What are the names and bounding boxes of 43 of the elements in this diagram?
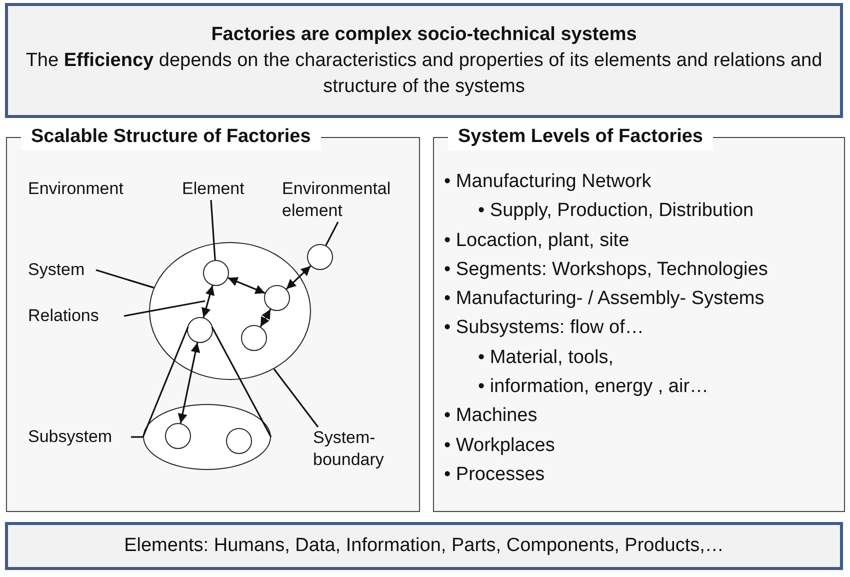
bullet-item: • Material, tools, bbox=[478, 346, 614, 370]
element-circle bbox=[241, 325, 267, 351]
relation-arrow bbox=[228, 277, 266, 294]
element-circle bbox=[187, 317, 213, 343]
relation-arrow bbox=[201, 285, 215, 318]
bullet-item: • Segments: Workshops, Technologies bbox=[444, 258, 768, 282]
element-circle bbox=[203, 260, 229, 286]
relation-arrow bbox=[286, 265, 312, 290]
bullet-item: • Machines bbox=[444, 404, 538, 428]
callout-label: Environmental element bbox=[282, 178, 407, 222]
footer-box bbox=[5, 522, 843, 570]
callout-label: Relations bbox=[28, 305, 124, 327]
leader-line bbox=[96, 269, 154, 288]
element-circle bbox=[165, 423, 191, 449]
element-circle bbox=[226, 428, 252, 454]
description-text: Elements: Humans, Data, Information, Parts, Components, Products,… bbox=[124, 534, 724, 558]
relation-arrow bbox=[178, 342, 200, 424]
callout-label: System bbox=[28, 259, 96, 281]
connector-line bbox=[142, 326, 189, 438]
leader-line bbox=[325, 222, 339, 246]
bullet-item: • Subsystems: flow of… bbox=[444, 316, 644, 340]
heading-text: Factories are complex socio-technical systems bbox=[211, 22, 637, 46]
callout-label: System- boundary bbox=[313, 427, 403, 471]
element-circle bbox=[264, 285, 290, 311]
description-text: The Efficiency depends on the characteristics and properties of its elements and relations and structure of the systems bbox=[24, 48, 824, 98]
bullet-item: • information, energy , air… bbox=[478, 375, 709, 400]
bullet-item: • Locaction, plant, site bbox=[444, 228, 630, 253]
header-box bbox=[5, 3, 843, 118]
bullet-item: • Supply, Production, Distribution bbox=[478, 199, 754, 224]
region-label: Environment bbox=[28, 178, 124, 200]
element-circle bbox=[307, 244, 333, 270]
connector-line bbox=[211, 326, 272, 438]
leader-line bbox=[124, 300, 206, 317]
relation-arrow bbox=[260, 308, 272, 328]
callout-label: Element bbox=[182, 178, 248, 200]
bullet-item: • Manufacturing- / Assembly- Systems bbox=[444, 287, 764, 312]
leader-line bbox=[273, 368, 319, 428]
leader-line bbox=[210, 200, 216, 260]
bullet-item: • Manufacturing Network bbox=[444, 170, 652, 194]
bullet-item: • Workplaces bbox=[444, 434, 555, 458]
bullet-item: • Processes bbox=[444, 462, 545, 487]
callout-label: Subsystem bbox=[28, 426, 131, 448]
leader-line bbox=[131, 436, 143, 438]
